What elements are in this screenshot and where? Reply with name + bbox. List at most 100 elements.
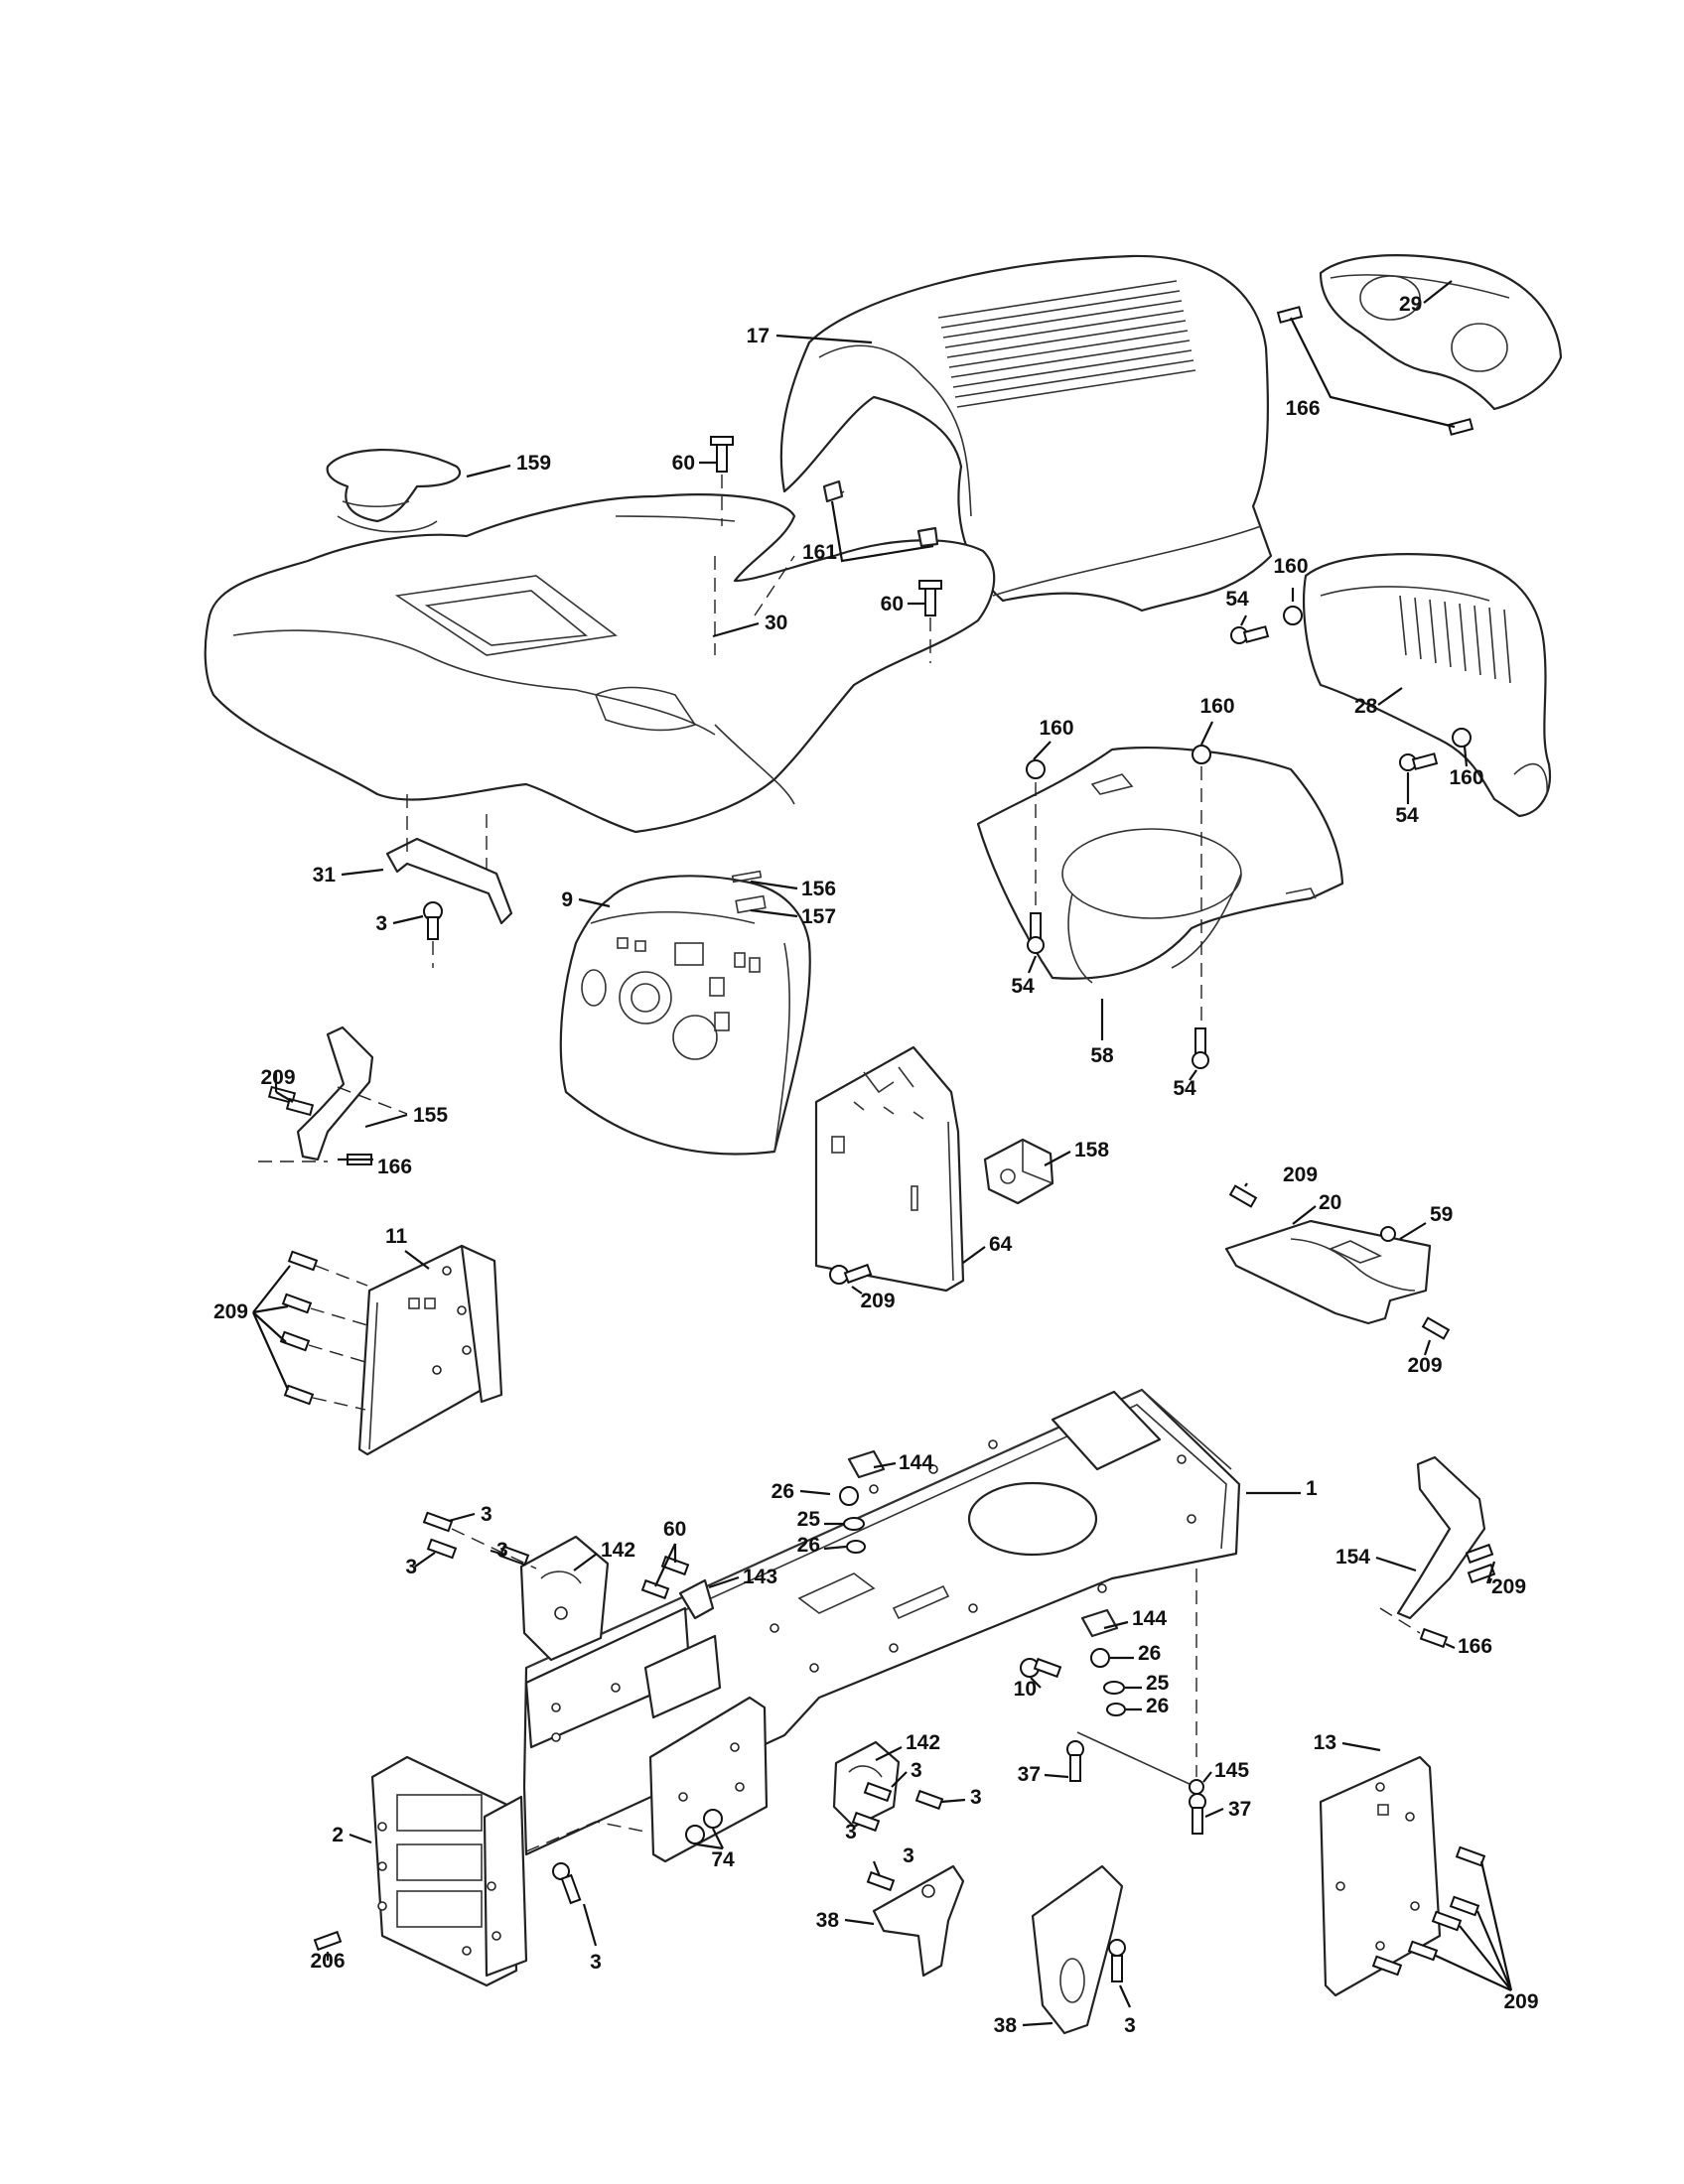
frame-bracket-143 xyxy=(678,1578,715,1620)
callout-leaders xyxy=(341,280,1453,2027)
pedal-bracket-bolt-lower xyxy=(285,1097,315,1117)
frame-washer-25 xyxy=(843,1517,865,1531)
foot-plate-bolt-left xyxy=(1228,1184,1258,1208)
right-pedal-bolt-166 xyxy=(1419,1627,1449,1649)
right-panel-bolt-3 xyxy=(1431,1910,1463,1932)
callout-label-144: 144 xyxy=(1132,1607,1167,1630)
right-bracket-bolt-b xyxy=(914,1789,944,1811)
right-panel-bolt-5 xyxy=(1371,1955,1403,1977)
callout-leader-38 xyxy=(1022,2021,1053,2027)
callout-leader-30 xyxy=(712,621,760,638)
seat-pan-nut-right xyxy=(1192,745,1211,764)
callout-label-3: 3 xyxy=(903,1844,914,1867)
callout-label-144: 144 xyxy=(899,1451,933,1474)
callout-leader-28 xyxy=(1377,687,1403,706)
callout-label-166: 166 xyxy=(1285,397,1320,420)
callout-label-37: 37 xyxy=(1228,1798,1251,1821)
callout-label-60: 60 xyxy=(672,452,695,475)
frame-bolt-a xyxy=(422,1511,454,1533)
callout-label-160: 160 xyxy=(1039,717,1073,740)
callout-leader-64 xyxy=(962,1246,986,1264)
mounting-bracket-left xyxy=(872,1864,965,1978)
frame-bracket-144-lower xyxy=(1080,1608,1119,1638)
headlight-bracket xyxy=(1319,254,1563,411)
callout-leader-38 xyxy=(844,1918,875,1926)
callout-label-160: 160 xyxy=(1199,695,1234,718)
callout-label-13: 13 xyxy=(1314,1731,1336,1754)
right-panel-bolt-4 xyxy=(1407,1940,1439,1962)
callout-label-155: 155 xyxy=(413,1104,448,1127)
hood-clip xyxy=(822,479,939,548)
right-bracket-bolt-c xyxy=(851,1811,881,1833)
callout-leader-13 xyxy=(1341,1741,1381,1752)
right-panel-bolt-1 xyxy=(1455,1845,1486,1867)
right-side-panel xyxy=(1319,1755,1442,1997)
callout-leader-154 xyxy=(1375,1556,1417,1572)
callout-leader-160 xyxy=(1200,721,1213,746)
callout-label-145: 145 xyxy=(1214,1759,1249,1782)
callout-leader-2 xyxy=(349,1833,372,1844)
left-panel-bolt-1 xyxy=(287,1250,319,1272)
frame-bracket-144-top xyxy=(847,1449,886,1479)
callout-label-166: 166 xyxy=(377,1156,412,1178)
callout-leader-155 xyxy=(364,1113,408,1129)
dash-support-bracket xyxy=(814,1045,965,1293)
pedal-bracket-left xyxy=(258,1025,408,1162)
callout-leader-157 xyxy=(750,908,798,918)
callout-label-206: 206 xyxy=(310,1950,345,1973)
pedal-bracket-right xyxy=(1396,1455,1486,1620)
callout-label-166: 166 xyxy=(1458,1635,1492,1658)
callout-label-59: 59 xyxy=(1430,1203,1453,1226)
frame-nut-74-b xyxy=(703,1809,723,1829)
bracket-bolt xyxy=(423,901,443,940)
callout-label-30: 30 xyxy=(765,612,787,634)
dash-support-bolt xyxy=(829,1263,873,1285)
frame-nut-26-lower xyxy=(1090,1648,1110,1668)
callout-label-143: 143 xyxy=(743,1566,777,1588)
callout-leader-142 xyxy=(573,1553,598,1571)
frame-plate-right-front xyxy=(648,1696,769,1863)
callout-label-17: 17 xyxy=(747,325,770,347)
callout-label-20: 20 xyxy=(1319,1191,1341,1214)
seat-pan-nut-left xyxy=(1026,759,1046,779)
callout-leader-156 xyxy=(750,880,798,890)
frame-washer-25-lower xyxy=(1103,1681,1125,1695)
callout-label-25: 25 xyxy=(1146,1672,1170,1695)
callout-leader-11 xyxy=(404,1250,430,1270)
callout-label-142: 142 xyxy=(601,1539,635,1562)
callout-label-58: 58 xyxy=(1090,1044,1114,1067)
callout-leader-9 xyxy=(578,897,611,908)
callout-label-209: 209 xyxy=(1491,1575,1526,1598)
seat-pan xyxy=(976,747,1344,984)
callout-label-3: 3 xyxy=(845,1821,857,1843)
callout-label-209: 209 xyxy=(1283,1163,1318,1186)
callout-label-54: 54 xyxy=(1225,588,1249,611)
callout-label-25: 25 xyxy=(797,1508,821,1531)
left-panel-bolt-2 xyxy=(281,1293,313,1314)
right-panel-bolt-2 xyxy=(1449,1895,1480,1917)
frame-bolt-60-a xyxy=(640,1578,670,1600)
frame-nut-26-top xyxy=(839,1486,859,1506)
front-axle-panel xyxy=(370,1755,528,1987)
hood-screw-upper-left xyxy=(1276,306,1304,324)
callout-label-3: 3 xyxy=(911,1759,922,1782)
callout-label-209: 209 xyxy=(1407,1354,1442,1377)
fender-screw-mid xyxy=(918,580,942,616)
callout-label-3: 3 xyxy=(970,1786,982,1809)
callout-label-209: 209 xyxy=(213,1300,248,1323)
callout-label-3: 3 xyxy=(405,1556,417,1578)
grille-nut-bottom xyxy=(1452,728,1472,748)
left-panel-bolt-4 xyxy=(283,1384,315,1406)
callout-label-38: 38 xyxy=(994,2014,1018,2037)
front-panel-bolt-206 xyxy=(313,1930,343,1952)
callout-label-11: 11 xyxy=(385,1225,408,1248)
callout-leader-31 xyxy=(341,868,384,877)
callout-label-156: 156 xyxy=(801,878,836,900)
callout-leader-160 xyxy=(1033,741,1052,760)
callout-leader-3 xyxy=(392,914,424,925)
right-bracket-bolt-a xyxy=(863,1781,893,1803)
callout-label-160: 160 xyxy=(1449,766,1483,789)
callout-leader-143 xyxy=(708,1575,740,1589)
